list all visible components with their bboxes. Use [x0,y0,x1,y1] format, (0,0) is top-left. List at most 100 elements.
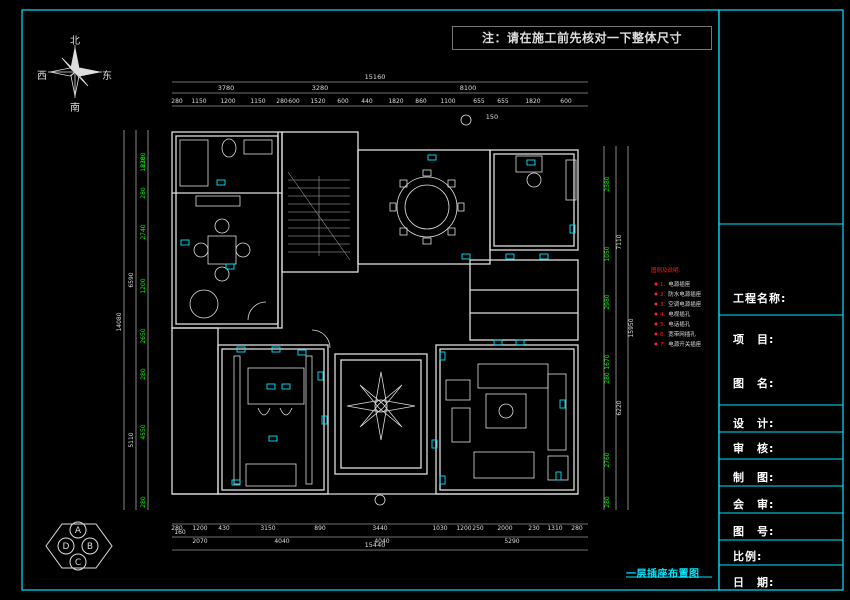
dim-dims_left_detail-4: 1200 [140,278,147,293]
dim-dims_left_mid-1: 5110 [128,432,135,447]
dim-top-total: 15160 [365,73,386,81]
legend-item: 3.空调电源插座 [660,300,701,308]
dim-bottom-total: 15440 [365,541,386,549]
legend-item-label: 电视插孔 [668,312,691,318]
entry-symbols [247,114,472,506]
dimension-text: 15160 3780 3280 8100 15440 150 [218,73,498,549]
dim-dims_bottom_mid-2: 4040 [274,538,289,545]
dimension-text-left-outer: 14080 [116,312,123,331]
tb-project: 项 目: [733,333,775,346]
dim-dims_right_outer-1: 15950 [628,318,635,337]
legend-item-label: 电源插座 [668,282,691,288]
dim-dims_bottom_detail-1: 1200 [192,525,207,532]
logo-letters: A B C D [63,526,94,568]
compass-north: 北 [70,36,80,47]
dim-dims_bottom_detail-10: 230 [528,525,540,532]
dim-dims_right_detail-1: 1050 [604,246,611,261]
drawing-title: 一层插座布置图 [626,569,700,580]
legend-item-label: 防水电源插座 [668,292,702,298]
logo-letter-b: B [87,542,93,552]
dimension-lines [123,81,629,551]
dim-dims_top_detail-13: 655 [497,98,509,105]
tb-date: 日 期: [733,576,775,589]
dim-dims_bottom_detail-2: 430 [218,525,230,532]
legend-item-number: 4. [660,312,666,318]
legend-item-label: 电源开关插座 [668,342,702,348]
dim-dims_left_detail-8: 280 [140,496,147,508]
legend-markers [654,282,658,346]
dim-top-mid-2: 3280 [312,84,329,92]
dim-dims_bottom_mid-3: 4040 [374,538,389,545]
dim-dims_top_detail-6: 1520 [310,98,325,105]
title-block-grid [719,223,843,566]
dim-top-mid-3: 8100 [460,84,477,92]
dim-dims_bottom_detail-7: 1200 [456,525,471,532]
dim-dims_bottom_mid-0: 160 [174,529,186,536]
legend-item: 1.电源插座 [660,280,690,288]
dim-dims_top_detail-14: 1820 [525,98,540,105]
dim-dims_right_detail-6: 280 [604,496,611,508]
dim-dims_bottom_mid-1: 2070 [192,538,207,545]
dim-dims_top_detail-10: 860 [415,98,427,105]
dim-dims_left_detail-0: 2380 [140,152,147,167]
dim-dims_top_detail-15: 600 [560,98,572,105]
compass-south: 南 [70,103,80,114]
study-furniture [233,355,313,487]
drawing-frame [21,9,720,591]
walls [171,131,579,495]
legend-item-number: 1. [660,282,666,288]
compass-east: 东 [102,71,112,82]
logo-letter-d: D [63,542,70,552]
legend-item-number: 7. [660,342,666,348]
dim-dims_top_detail-12: 655 [473,98,485,105]
dim-dims_top_detail-4: 280 [276,98,288,105]
compass-icon [48,45,102,98]
legend-item-number: 3. [660,302,666,308]
legend-item-label: 宽带网插孔 [668,332,696,338]
dim-dims_left_detail-2: 280 [140,187,147,199]
construction-note: 注：请在施工前先核对一下整体尺寸 [452,26,712,50]
logo-letter-a: A [75,526,82,536]
legend-item-number: 6. [660,332,666,338]
dim-dims_bottom_detail-8: 250 [472,525,484,532]
legend-item-number: 5. [660,322,666,328]
dim-dims_right_detail-3: 1670 [604,354,611,369]
dim-dims_bottom_detail-6: 1030 [432,525,447,532]
dim-dims_left_detail-1: 1820 [140,156,147,171]
dim-dims_top_detail-9: 1820 [388,98,403,105]
dim-dims_top_detail-5: 600 [288,98,300,105]
legend-item: 7.电源开关插座 [660,340,701,348]
logo-icon [45,521,113,571]
dim-dims_left_detail-5: 2650 [140,328,147,343]
dim-dims_bottom_detail-11: 1310 [547,525,562,532]
legend-item: 2.防水电源插座 [660,290,701,298]
legend-item: 5.电话插孔 [660,320,690,328]
tb-draw: 制 图: [733,471,775,484]
tb-project-name: 工程名称: [733,292,787,305]
tb-review: 审 核: [733,442,775,455]
dim-dims_bottom_detail-12: 280 [571,525,583,532]
tb-design: 设 计: [733,417,775,430]
dim-dims_top_detail-3: 1150 [250,98,265,105]
dim-dims_top_detail-2: 1200 [220,98,235,105]
bathroom-fixtures [179,138,273,207]
legend-item: 4.电视插孔 [660,310,690,318]
dim-dims_right_outer-0: 7110 [616,234,623,249]
dim-dims_bottom_detail-4: 890 [314,525,326,532]
dim-top-small: 150 [486,113,498,121]
tea-table [189,218,251,319]
title-block-frame [718,9,844,591]
dim-dims_left_detail-6: 280 [140,368,147,380]
tb-countersign: 会 审: [733,498,775,511]
socket-symbols [180,154,576,486]
dim-dims_right_outer-2: 6220 [616,400,623,415]
dim-dims_left_detail-7: 4550 [140,424,147,439]
living-room-furniture [445,363,569,481]
dim-dims_right_detail-2: 2980 [604,294,611,309]
dim-dims_top_detail-8: 440 [361,98,373,105]
legend-title: 图例及说明: [651,268,681,274]
dim-dims_bottom_detail-3: 3150 [260,525,275,532]
legend-item: 6.宽带网插孔 [660,330,696,338]
